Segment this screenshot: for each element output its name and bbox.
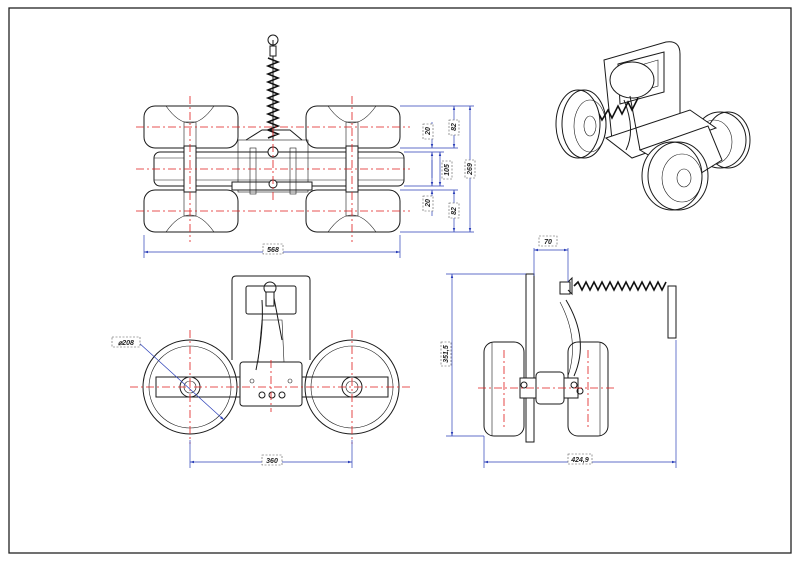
- top-view-wheel: [305, 189, 401, 233]
- dim-overall-height: 269: [467, 163, 474, 176]
- front-view: ⌀208 360: [111, 275, 410, 468]
- dim-bottom-gap: 20: [425, 199, 432, 208]
- top-view-wheel: [305, 105, 401, 149]
- top-view: 568 82 20 105 20 82 269: [136, 34, 476, 258]
- dim-side-overall-height: 351,5: [443, 345, 450, 363]
- isometric-view: [555, 41, 751, 211]
- front-view-wheel: [304, 339, 400, 435]
- dim-wheel-diameter: ⌀208: [118, 340, 134, 347]
- dim-bottom-wheel-width: 82: [451, 207, 458, 215]
- crank-knob-icon: [267, 34, 279, 46]
- side-view: 70 351,5 424,9: [440, 235, 677, 468]
- dim-side-overall-depth: 424,9: [570, 457, 589, 464]
- sheet-border: [8, 7, 792, 554]
- dim-plate-offset: 70: [544, 239, 552, 246]
- dim-top-wheel-width: 82: [451, 123, 458, 131]
- dim-top-gap: 20: [425, 127, 432, 136]
- dim-beam-height: 105: [444, 164, 451, 176]
- dim-axle-spacing: 360: [266, 458, 278, 465]
- crank-screw: [265, 34, 281, 140]
- dim-overall-width: 568: [267, 247, 279, 254]
